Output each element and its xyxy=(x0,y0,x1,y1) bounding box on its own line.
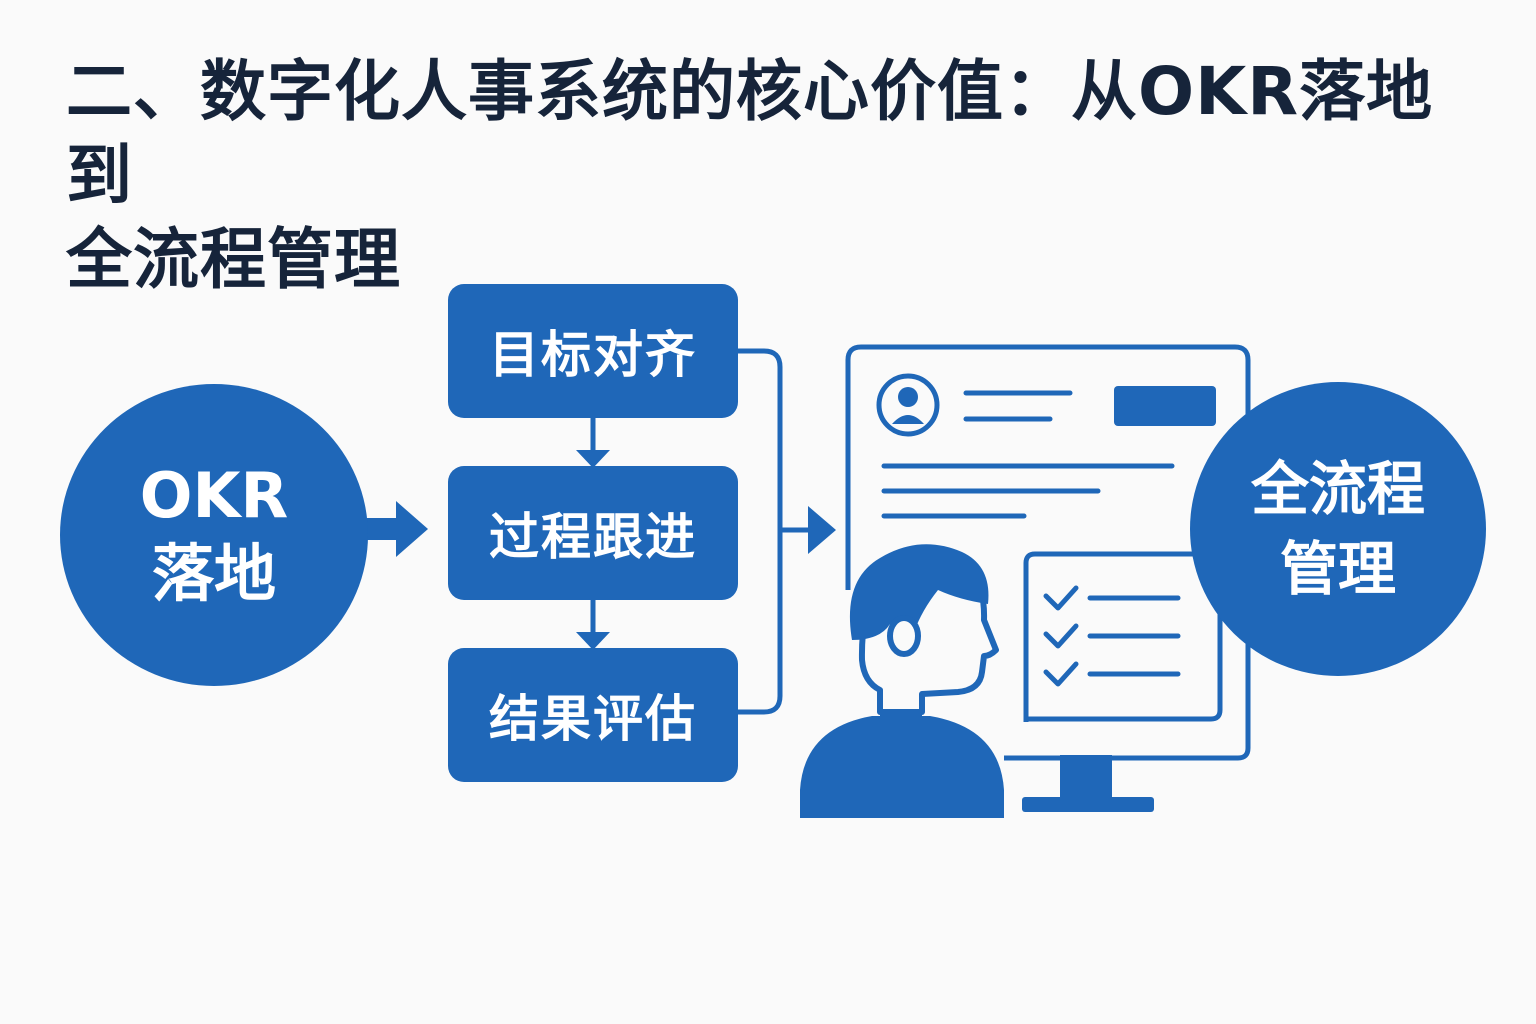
okr-landing-line-1: OKR xyxy=(139,459,289,532)
checklist-icon xyxy=(1023,551,1223,722)
step-result-evaluation: 结果评估 xyxy=(448,648,738,782)
title-line-1: 二、数字化人事系统的核心价值：从OKR落地到 xyxy=(66,53,1434,214)
okr-landing-line-2: 落地 xyxy=(151,537,276,610)
bracket-connector xyxy=(738,348,836,715)
step-process-tracking: 过程跟进 xyxy=(448,466,738,600)
full-process-line-1: 全流程 xyxy=(1250,455,1425,523)
person-icon xyxy=(800,544,1004,818)
avatar-icon xyxy=(876,373,940,437)
step-goal-alignment: 目标对齐 xyxy=(448,284,738,418)
okr-landing-node: OKR 落地 xyxy=(60,384,368,686)
full-process-management-node: 全流程 管理 xyxy=(1190,382,1486,676)
title-line-2: 全流程管理 xyxy=(66,221,401,298)
arrow-down-icon xyxy=(576,598,610,650)
arrow-right-icon xyxy=(366,501,428,557)
monitor-icon xyxy=(845,344,1251,812)
full-process-line-2: 管理 xyxy=(1279,535,1396,603)
page-title: 二、数字化人事系统的核心价值：从OKR落地到 全流程管理 xyxy=(66,50,1486,302)
arrow-down-icon xyxy=(576,416,610,468)
